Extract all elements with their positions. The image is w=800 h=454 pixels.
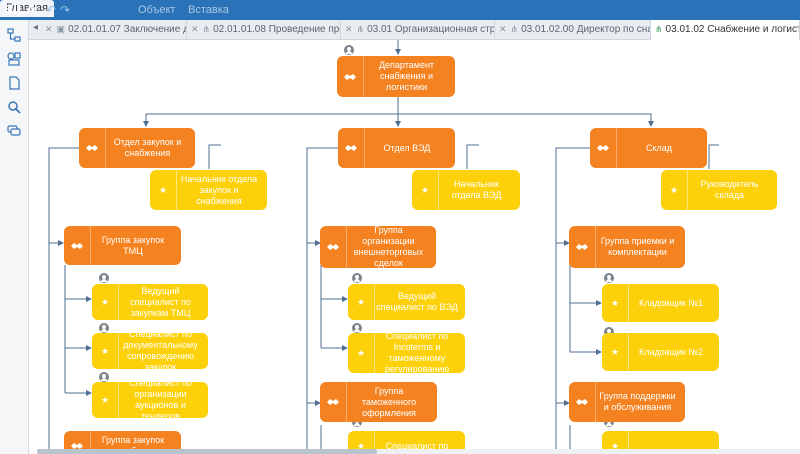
handshake-icon: [64, 431, 91, 454]
ribbon-tab-object[interactable]: Объект: [138, 4, 176, 16]
unit-root[interactable]: Департамент снабжения и логистики: [337, 56, 455, 97]
hierarchy-icon[interactable]: [7, 28, 21, 42]
connector-lines: [48, 40, 719, 454]
unit-group-receiving[interactable]: Группа приемки и комплектации: [569, 226, 685, 268]
search-icon[interactable]: [7, 100, 21, 114]
position-support-staff[interactable]: ★: [602, 431, 719, 454]
close-icon[interactable]: ✕: [45, 24, 53, 34]
user-icon: [99, 372, 109, 382]
horizontal-scrollbar[interactable]: [37, 449, 800, 454]
star-person-icon: ★: [661, 170, 688, 210]
handshake-icon: [338, 128, 365, 168]
unit-dept-warehouse[interactable]: Склад: [590, 128, 707, 168]
org-structure-icon: ⋔: [202, 24, 211, 34]
undo-icon[interactable]: ↶: [46, 3, 57, 17]
user-icon: [604, 273, 614, 283]
star-person-icon: ★: [412, 170, 439, 210]
star-person-icon: ★: [92, 382, 119, 418]
unit-group-support[interactable]: Группа поддержки и обслуживания: [569, 382, 685, 422]
doc-tab-5[interactable]: ⋔03.01.02 Снабжение и логистика: [651, 20, 800, 40]
app-menu-chevron-icon[interactable]: ▾: [33, 4, 38, 14]
position-head-warehouse[interactable]: ★ Руководитель склада: [661, 170, 777, 210]
position-storekeeper-1[interactable]: ★ Кладовщик №1: [602, 284, 719, 322]
handshake-icon: [590, 128, 617, 168]
redo-icon[interactable]: ↷: [60, 3, 71, 17]
scrollbar-thumb[interactable]: [37, 449, 377, 454]
position-lead-tmc[interactable]: ★ Ведущий специалист по закупкам ТМЦ: [92, 284, 208, 320]
org-structure-icon: ⋔: [356, 24, 365, 34]
document-icon[interactable]: [7, 76, 21, 90]
handshake-icon: [320, 226, 347, 268]
ribbon-tab-home[interactable]: Главная: [0, 0, 54, 17]
org-structure-icon: ⋔: [510, 24, 519, 34]
user-icon: [99, 323, 109, 333]
doc-tab-2[interactable]: ✕⋔02.01.01.08 Проведение проц...: [187, 20, 341, 39]
handshake-icon: [64, 226, 91, 265]
close-icon[interactable]: ✕: [499, 24, 507, 34]
user-icon: [344, 45, 354, 55]
star-person-icon: ★: [348, 431, 375, 454]
star-person-icon: ★: [602, 333, 629, 371]
tabs-scroll-left-icon[interactable]: ◂: [33, 22, 39, 33]
unit-dept-ved[interactable]: Отдел ВЭД: [338, 128, 455, 168]
close-icon[interactable]: ✕: [191, 24, 199, 34]
star-person-icon: ★: [348, 333, 375, 373]
app-logo: SILA: [4, 2, 36, 17]
star-person-icon: ★: [150, 170, 177, 210]
position-head-ved[interactable]: ★ Начальник отдела ВЭД: [412, 170, 520, 210]
handshake-icon: [337, 56, 364, 97]
handshake-icon: [569, 382, 596, 422]
diagram-canvas[interactable]: Департамент снабжения и логистики Отдел …: [29, 40, 800, 454]
position-head-procurement[interactable]: ★ Начальник отдела закупок и снабжения: [150, 170, 267, 210]
handshake-icon: [79, 128, 106, 168]
user-icon: [352, 323, 362, 333]
doc-tab-3[interactable]: ✕⋔03.01 Организационная структ...: [341, 20, 495, 39]
process-icon: ▣: [56, 24, 66, 34]
shapes-icon[interactable]: [7, 52, 21, 66]
close-icon[interactable]: ✕: [345, 24, 353, 34]
chat-icon[interactable]: [7, 124, 21, 138]
user-icon: [99, 273, 109, 283]
position-doc-support[interactable]: ★ Специалист по документальному сопровож…: [92, 329, 208, 372]
position-customs-specialist[interactable]: ★ Специалист по: [348, 431, 465, 454]
star-person-icon: ★: [348, 284, 375, 320]
star-person-icon: ★: [602, 431, 629, 454]
org-structure-icon: ⋔: [655, 24, 663, 34]
star-person-icon: ★: [602, 284, 629, 322]
document-tabs: ✕▣02.01.01.07 Заключение дого... ✕⋔02.01…: [29, 20, 800, 40]
doc-tab-4[interactable]: ✕⋔03.01.02.00 Директор по сна...: [495, 20, 651, 39]
star-person-icon: ★: [92, 284, 119, 320]
handshake-icon: [569, 226, 596, 268]
ribbon-bar: SILA ▾ ↶ ↷ Главная Объект Вставка: [0, 0, 800, 20]
unit-group-tmc[interactable]: Группа закупок ТМЦ: [64, 226, 181, 265]
position-incoterms[interactable]: ★ Специалист по Incoterms и таможенному …: [348, 331, 465, 374]
handshake-icon: [320, 382, 347, 422]
doc-tab-1[interactable]: ✕▣02.01.01.07 Заключение дого...: [41, 20, 187, 39]
star-person-icon: ★: [92, 333, 119, 369]
left-toolbar: [0, 20, 29, 454]
user-icon: [352, 273, 362, 283]
unit-dept-procurement[interactable]: Отдел закупок и снабжения: [79, 128, 195, 168]
position-lead-ved[interactable]: ★ Ведущий специалист по ВЭД: [348, 284, 465, 320]
ribbon-tab-insert[interactable]: Вставка: [188, 4, 229, 16]
unit-group-customs[interactable]: Группа таможенного оформления: [320, 382, 437, 422]
position-tenders[interactable]: ★ Специалист по организации аукционов и …: [92, 378, 208, 421]
position-storekeeper-2[interactable]: ★ Кладовщик №2: [602, 333, 719, 371]
unit-group-foreign-trade[interactable]: Группа организации внешнеторговых сделок: [320, 225, 436, 268]
